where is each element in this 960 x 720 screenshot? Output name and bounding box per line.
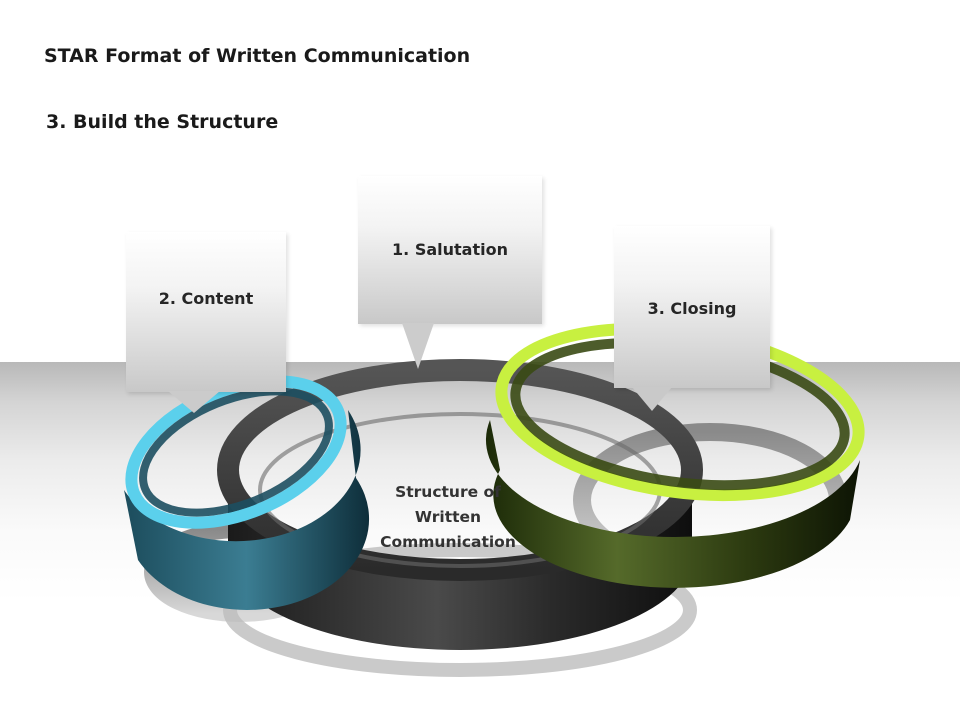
callout-salutation: 1. Salutation	[358, 176, 542, 324]
callout-content-pointer	[168, 391, 220, 413]
slide-subtitle: 3. Build the Structure	[46, 111, 279, 133]
callout-closing-pointer	[632, 387, 672, 411]
callout-salutation-pointer	[402, 323, 434, 369]
callout-salutation-label: 1. Salutation	[392, 240, 508, 259]
callout-closing: 3. Closing	[614, 226, 770, 388]
callout-closing-label: 3. Closing	[647, 299, 737, 318]
callout-content-label: 2. Content	[158, 289, 254, 308]
dark-ring-reflection	[223, 543, 697, 677]
center-label: Structure of Written Communication	[380, 483, 516, 551]
slide-title: STAR Format of Written Communication	[44, 45, 471, 67]
callout-content: 2. Content	[126, 232, 286, 392]
